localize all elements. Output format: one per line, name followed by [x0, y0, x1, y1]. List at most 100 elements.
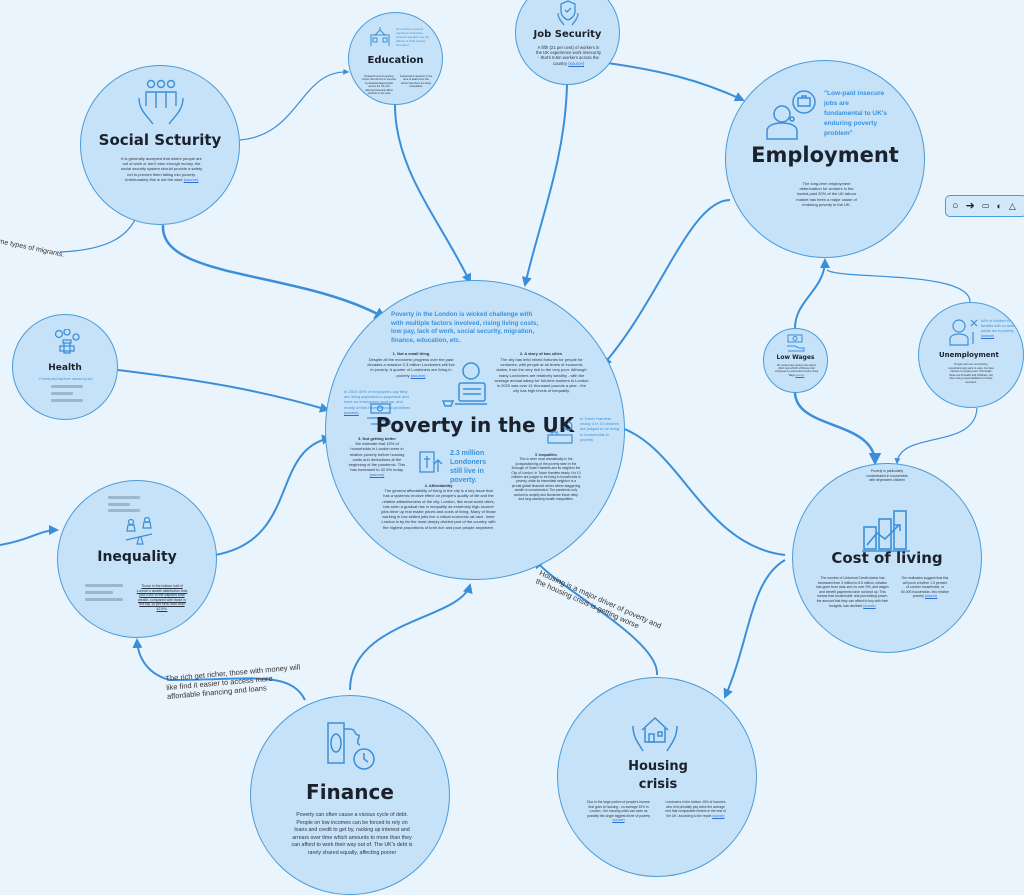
- node-unemployment[interactable]: 64% of children in families with no work…: [918, 302, 1024, 408]
- money-debt-icon: [327, 722, 375, 770]
- source-link[interactable]: (source): [344, 409, 359, 415]
- node-inequality[interactable]: Inequality Those in the bottom half of L…: [57, 480, 217, 638]
- education-text-left: Research and comparing shows that the li…: [362, 75, 396, 96]
- cost-left-body: The number of Universal Credit claims ha…: [816, 576, 889, 608]
- health-family-icon: [54, 329, 80, 354]
- shield-hands-icon: [557, 0, 579, 26]
- connector-layer: [0, 61, 978, 701]
- cost-up-icon: [419, 451, 443, 473]
- source-link[interactable]: (source): [410, 372, 426, 378]
- placeholder-line: [51, 399, 83, 402]
- source-link[interactable]: (source): [568, 60, 585, 66]
- edge-unemployment-to-cost: [894, 407, 978, 465]
- housing-text-right: Londoners in the bottom 40% of incomes w…: [663, 800, 728, 818]
- node-job-security[interactable]: Job Security A fifth (21 per cent) of wo…: [515, 0, 620, 85]
- school-icon: [370, 27, 390, 46]
- edge-lowwages-to-cost: [793, 391, 882, 466]
- central-s1-body: Despite all the economic progress over t…: [367, 357, 455, 378]
- house-hands-icon: [632, 716, 678, 752]
- central-s3-title: 3. Not getting better: [358, 436, 396, 441]
- education-text-right: Independent research in the area of atta…: [399, 75, 433, 89]
- placeholder-line: [108, 496, 140, 499]
- education-title: Education: [367, 55, 424, 66]
- sticker-tool-icon[interactable]: ◐: [996, 200, 1002, 211]
- node-finance[interactable]: Finance Poverty can often cause a viciou…: [250, 695, 450, 895]
- edge-education-to-poverty: [394, 104, 472, 284]
- source-link[interactable]: (source): [183, 176, 199, 182]
- housing-left-body: Due to the large portion of people's inc…: [586, 800, 651, 818]
- job-security-title: Job Security: [533, 29, 602, 40]
- edge-employment-to-poverty: [601, 199, 731, 367]
- central-s5-title: 5. Inequalities: [535, 453, 557, 457]
- node-cost-of-living[interactable]: Poverty is particularly concentrated in …: [792, 463, 982, 653]
- shape-tool-icon[interactable]: △: [1008, 200, 1016, 211]
- central-right-note: In Tower Hamlets nearly 4 in 10 children…: [580, 416, 620, 442]
- node-employment[interactable]: "Low-paid insecure jobs are fundamental …: [725, 60, 925, 258]
- toolbar[interactable]: ○ ➜ ▭ ◐ △: [945, 195, 1024, 217]
- job-security-text: A fifth (21 per cent) of workers in the …: [536, 45, 601, 66]
- cost-text-right: Our estimates suggest that this will pus…: [901, 576, 949, 599]
- health-text: Poverty and bad from causes by low: [39, 377, 93, 381]
- low-wages-title: Low Wages: [776, 354, 815, 361]
- low-wages-body: UK London pays workers less paid in 2022…: [774, 364, 819, 377]
- source-link[interactable]: (source): [924, 594, 938, 599]
- unemployment-text: People who are not working overwhelmingl…: [948, 363, 994, 384]
- housing-title: Housing crisis: [628, 759, 688, 792]
- source-link[interactable]: (source): [863, 603, 876, 608]
- source-link[interactable]: (source): [712, 813, 725, 818]
- education-note: As London's poorest members of families,…: [396, 27, 430, 47]
- housing-right-body: Londoners in the bottom 40% of incomes w…: [665, 800, 726, 818]
- central-side-note: In 2019 30% of employees say they are li…: [344, 389, 414, 415]
- source-link[interactable]: (source): [369, 472, 385, 478]
- edge-social-to-poverty: [161, 224, 388, 320]
- source-link[interactable]: (source): [612, 818, 625, 823]
- node-health[interactable]: Health Poverty and bad from causes by lo…: [12, 314, 118, 420]
- edge-job-to-employment: [599, 61, 745, 102]
- edge-inequality-to-poverty: [214, 434, 332, 556]
- social-security-text: It is generally accepted that where peop…: [119, 156, 204, 182]
- arrow-tool-icon[interactable]: ➜: [965, 199, 975, 212]
- social-security-body: It is generally accepted that where peop…: [120, 156, 203, 182]
- unemployed-worker-icon: [949, 319, 978, 346]
- rising-chart-icon: [862, 510, 910, 552]
- central-title: Poverty in the UK: [375, 413, 575, 437]
- placeholder-line: [108, 503, 130, 506]
- central-intro: Poverty in the London is wicked challeng…: [391, 311, 539, 344]
- employment-quote: "Low-paid insecure jobs are fundamental …: [824, 90, 887, 137]
- source-link[interactable]: (source): [795, 373, 805, 377]
- finance-text: Poverty can often cause a vicious cycle …: [291, 812, 413, 856]
- edge-finance-to-inequality: [132, 638, 306, 701]
- edge-migration-to-social: [59, 211, 140, 253]
- central-s2-title: 2. A story of two cities: [519, 351, 563, 356]
- inequality-title: Inequality: [97, 549, 177, 565]
- circle-tool-icon[interactable]: ○: [952, 199, 959, 212]
- placeholder-line: [108, 509, 140, 512]
- node-poverty-in-uk[interactable]: Poverty in the London is wicked challeng…: [325, 280, 625, 580]
- edge-left-to-inequality: [0, 525, 59, 546]
- inequality-text: Those in the bottom half of London's wea…: [136, 584, 188, 611]
- employment-title: Employment: [751, 143, 899, 167]
- unemployment-title: Unemployment: [939, 351, 999, 359]
- placeholder-line: [85, 598, 123, 601]
- worker-briefcase-icon: [766, 90, 816, 140]
- node-social-security[interactable]: Social Scturity It is generally accepted…: [80, 65, 240, 225]
- central-s5-body: This is seen most dramatically in the ju…: [511, 457, 581, 502]
- cost-right-body: Our estimates suggest that this will pus…: [901, 576, 949, 599]
- node-education[interactable]: As London's poorest members of families,…: [348, 12, 443, 105]
- finance-title: Finance: [306, 780, 394, 804]
- reading-person-icon: [441, 362, 487, 407]
- central-s2-text: The city has held mixed fortunes for peo…: [494, 357, 589, 394]
- night-town-icon: [547, 421, 573, 444]
- employment-text: The long-term employment deterioration f…: [796, 181, 857, 207]
- central-s3-body: We estimate that 15% of households in Lo…: [348, 441, 406, 473]
- placeholder-line: [85, 584, 123, 587]
- health-title: Health: [48, 363, 82, 373]
- node-housing-crisis[interactable]: Housing crisis Due to the large portion …: [557, 677, 757, 877]
- edge-lowwages-to-employment: [794, 258, 830, 329]
- image-tool-icon[interactable]: ▭: [981, 201, 990, 210]
- social-security-title: Social Scturity: [98, 131, 222, 149]
- node-low-wages[interactable]: Low Wages UK London pays workers less pa…: [763, 328, 828, 393]
- source-link[interactable]: (source): [981, 334, 995, 338]
- unemployment-note: 64% of children in families with no work…: [981, 319, 1021, 339]
